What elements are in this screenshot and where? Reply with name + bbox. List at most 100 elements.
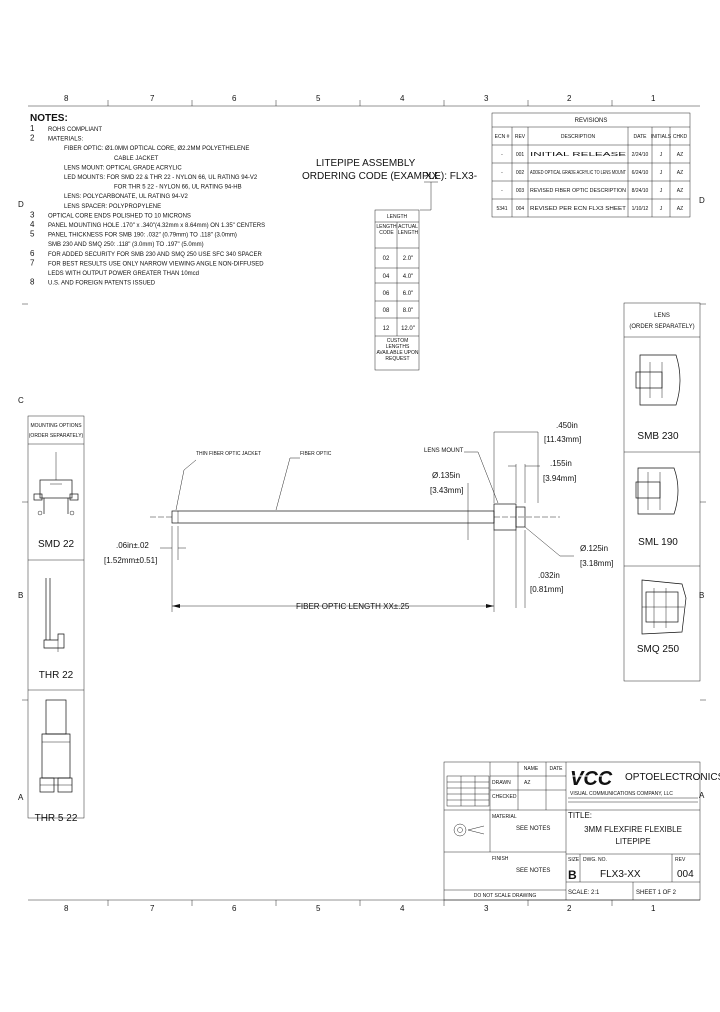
revisions-title: REVISIONS (575, 118, 608, 124)
length-actual: 4.0" (403, 274, 413, 280)
mount-thr-22-label: THR 22 (39, 670, 74, 681)
length-code: 06 (383, 291, 390, 297)
row-label: D (18, 200, 24, 209)
title-block: NAME DATE DRAWN AZ CHECKED MATERIAL SEE … (443, 761, 720, 901)
tb-sheet: SHEET 1 OF 2 (636, 890, 677, 896)
mounting-panel-subtitle: (ORDER SEPARATELY) (29, 433, 84, 439)
length-col-code: LENGTH CODE (376, 224, 397, 236)
zone-ticks-top (107, 100, 613, 106)
vcc-logo: VCC (570, 768, 618, 790)
revision-cell: 003 (516, 188, 525, 194)
tb-title-line2: LITEPIPE (615, 837, 650, 846)
note-text: PANEL MOUNTING HOLE .170" x .340"(4.32mm… (48, 223, 265, 229)
note-number: 6 (30, 249, 35, 258)
revision-header: DESCRIPTION (561, 134, 596, 140)
tb-dwg-label: DWG. NO. (583, 857, 607, 863)
zone-label: 4 (400, 904, 405, 913)
length-actual: 6.0" (403, 291, 413, 297)
row-label: C (18, 396, 24, 405)
zone-label: 6 (232, 94, 237, 103)
dim-155: .155in (550, 459, 572, 468)
note-text: PANEL THICKNESS FOR SMB 190: .032" (0.79… (48, 233, 237, 239)
tb-size-value: B (568, 868, 577, 882)
revision-header: DATE (634, 134, 648, 140)
lens-panel-subtitle: (ORDER SEPARATELY) (629, 324, 694, 330)
zone-label: 3 (484, 94, 489, 103)
zone-label: 5 (316, 904, 321, 913)
length-actual: 8.0" (403, 308, 413, 314)
zone-ticks-bottom (107, 900, 613, 906)
note-number: 5 (30, 230, 35, 239)
svg-text:VCC: VCC (570, 768, 613, 790)
revision-header: REV (515, 134, 526, 140)
revision-cell: AZ (677, 170, 683, 176)
length-code: 08 (383, 308, 390, 314)
note-text: LENS SPACER: POLYPROPYLENE (64, 204, 161, 210)
dim-155-mm: [3.94mm] (543, 474, 576, 483)
smq-250-lens-icon (641, 579, 687, 635)
revision-cell: 8/24/10 (632, 188, 649, 194)
tb-rev-value: 004 (677, 869, 694, 880)
revision-cell: 6/24/10 (632, 170, 649, 176)
note-text: FIBER OPTIC: Ø1.0MM OPTICAL CORE, Ø2.2MM… (64, 146, 249, 152)
row-label: A (699, 791, 705, 800)
zone-label: 7 (150, 94, 155, 103)
note-text: FOR ADDED SECURITY FOR SMB 230 AND SMQ 2… (48, 252, 263, 258)
zone-label: 3 (484, 904, 489, 913)
dim-135-mm: [3.43mm] (430, 486, 463, 495)
note-text: U.S. AND FOREIGN PATENTS ISSUED (48, 281, 156, 287)
litepipe-drawing: THIN FIBER OPTIC JACKET FIBER OPTIC LENS… (104, 421, 613, 612)
mount-smd-22-label: SMD 22 (38, 539, 75, 550)
revision-cell: 1/10/12 (632, 206, 649, 212)
tb-dwg-value: FLX3-XX (600, 869, 641, 880)
revision-cell: AZ (677, 206, 683, 212)
zone-label: 8 (64, 94, 69, 103)
mounting-panel: MOUNTING OPTIONS (ORDER SEPARATELY) SMD … (27, 415, 85, 824)
revision-cell: - (501, 170, 503, 176)
tb-material-value: SEE NOTES (516, 826, 550, 832)
lens-panel: LENS (ORDER SEPARATELY) SMB 230 SML 190 … (623, 302, 701, 682)
zone-label: 1 (651, 94, 656, 103)
dim-032: .032in (538, 571, 560, 580)
note-number: 4 (30, 220, 35, 229)
dim-450: .450in (556, 421, 578, 430)
dim-032-mm: [0.81mm] (530, 585, 563, 594)
mounting-panel-title: MOUNTING OPTIONS (30, 423, 82, 429)
dim-450-mm: [11.43mm] (544, 435, 581, 444)
lens-mount-label: LENS MOUNT (424, 448, 464, 454)
note-text: LENS MOUNT: OPTICAL GRADE ACRYLIC (64, 165, 182, 171)
tb-checked-label: CHECKED (492, 794, 517, 800)
projection-symbol-icon (453, 823, 485, 837)
lens-sml-190-label: SML 190 (638, 537, 678, 548)
note-text: LED MOUNTS: FOR SMD 22 & THR 22 - NYLON … (64, 175, 258, 181)
zone-label: 2 (567, 904, 572, 913)
revision-cell: REVISED PER ECN FLX3 SHEET (530, 206, 626, 212)
length-table-title: LENGTH (387, 214, 408, 220)
tb-name-label: NAME (524, 766, 539, 772)
tb-address: VISUAL COMMUNICATIONS COMPANY, LLC (570, 791, 673, 797)
revision-cell: ADDED OPTICAL GRADE ACRYLIC TO LENS MOUN… (530, 170, 626, 176)
note-text: FOR BEST RESULTS USE ONLY NARROW VIEWING… (48, 261, 264, 267)
length-code: 12 (383, 326, 390, 332)
revision-cell: AZ (677, 152, 683, 158)
tb-size-label: SIZE (568, 857, 580, 863)
tb-do-not-scale: DO NOT SCALE DRAWING (474, 893, 537, 899)
lens-smb-230-label: SMB 230 (637, 431, 679, 442)
tb-scale: SCALE: 2:1 (568, 890, 600, 896)
tb-rev-label: REV (675, 857, 686, 863)
ordering-line1: LITEPIPE ASSEMBLY (316, 158, 416, 169)
zone-label: 5 (316, 94, 321, 103)
dim-125: Ø.125in (580, 544, 608, 553)
revision-cell: REVISED FIBER OPTIC DESCRIPTION (530, 188, 626, 194)
zone-label: 7 (150, 904, 155, 913)
notes-title: NOTES: (30, 113, 68, 124)
mount-thr-5-22-label: THR 5 22 (35, 813, 78, 824)
revision-cell: 5341 (496, 206, 507, 212)
sml-190-lens-icon (635, 467, 679, 515)
length-table: LENGTH LENGTH CODE ACTUAL LENGTH 02 2.0"… (374, 209, 420, 371)
note-number: 8 (30, 278, 35, 287)
tb-drawn-label: DRAWN (492, 780, 511, 786)
jacket-label: THIN FIBER OPTIC JACKET (196, 451, 261, 457)
